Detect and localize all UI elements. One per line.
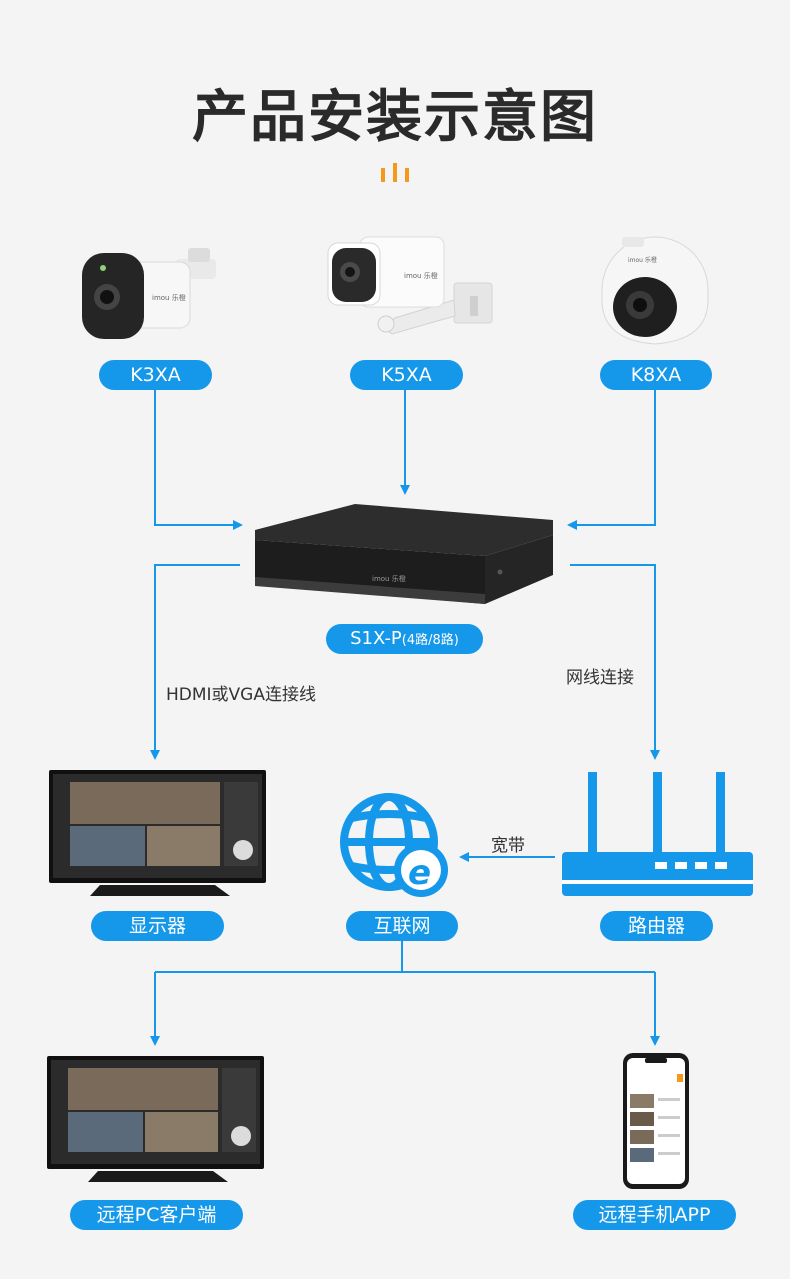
label-router: 路由器 (600, 911, 713, 941)
label-k8xa: K8XA (600, 360, 712, 390)
label-k5xa: K5XA (350, 360, 463, 390)
connection-label-broadband: 宽带 (491, 831, 525, 856)
label-monitor: 显示器 (91, 911, 224, 941)
nvr-model: S1X-P (350, 628, 402, 649)
label-k3xa: K3XA (99, 360, 212, 390)
connection-label-hdmi-vga: HDMI或VGA连接线 (166, 680, 316, 705)
label-remote-pc: 远程PC客户端 (70, 1200, 243, 1230)
label-remote-app: 远程手机APP (573, 1200, 736, 1230)
label-internet: 互联网 (346, 911, 458, 941)
label-nvr: S1X-P(4路/8路) (326, 624, 483, 654)
nvr-channels: (4路/8路) (402, 633, 459, 648)
connection-label-network-cable: 网线连接 (566, 663, 634, 688)
